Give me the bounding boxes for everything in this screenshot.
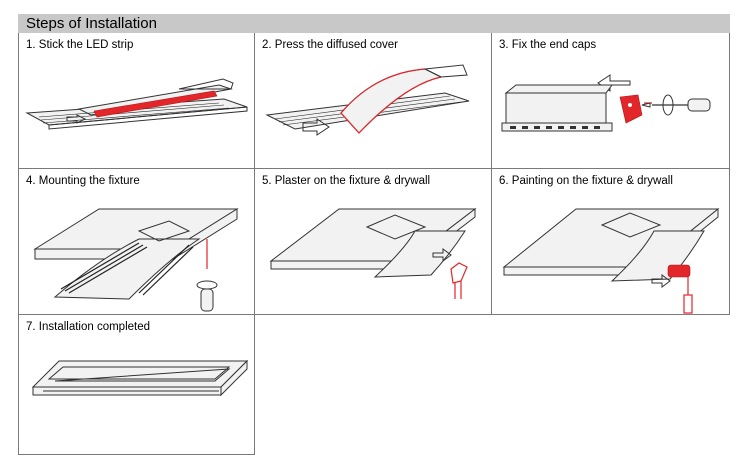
step-2-illustration [265, 64, 470, 136]
step-2-label: 2. Press the diffused cover [262, 39, 398, 51]
step-1-cell: 1. Stick the LED strip [18, 33, 255, 169]
step-3-label: 3. Fix the end caps [499, 39, 597, 51]
step-5-illustration [269, 207, 477, 299]
section-header: Steps of Installation [18, 14, 730, 33]
step-4-cell: 4. Mounting the fixture [18, 169, 255, 315]
step-1-label: 1. Stick the LED strip [26, 39, 134, 51]
step-6-label: 6. Painting on the fixture & drywall [499, 175, 673, 187]
step-4-label: 4. Mounting the fixture [26, 175, 140, 187]
step-1-illustration [25, 78, 248, 130]
section-title: Steps of Installation [26, 15, 157, 32]
step-5-cell: 5. Plaster on the fixture & drywall [255, 169, 492, 315]
step-5-label: 5. Plaster on the fixture & drywall [262, 175, 431, 187]
step-7-label: 7. Installation completed [26, 321, 151, 333]
step-2-cell: 2. Press the diffused cover [255, 33, 492, 169]
installation-steps-grid: 1. Stick the LED strip 2. Press the diff… [18, 33, 730, 455]
step-3-cell: 3. Fix the end caps [492, 33, 730, 169]
step-6-cell: 6. Painting on the fixture & drywall [492, 169, 730, 315]
step-7-illustration [31, 359, 249, 397]
step-4-illustration [33, 208, 239, 312]
step-3-illustration [501, 74, 711, 132]
step-6-illustration [502, 207, 720, 314]
step-7-cell: 7. Installation completed [18, 315, 255, 455]
